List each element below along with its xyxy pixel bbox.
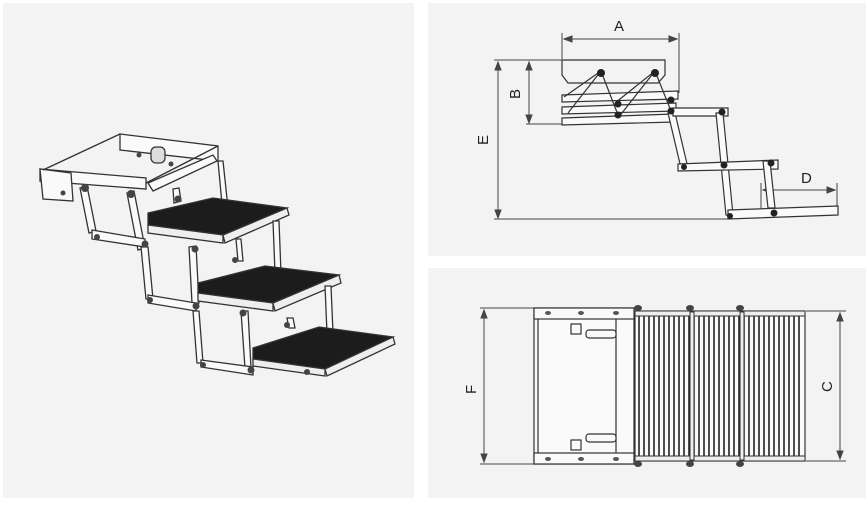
dim-label-E: E <box>475 135 492 145</box>
tread-slats <box>638 314 800 458</box>
dim-label-D: D <box>801 170 812 187</box>
isometric-stair-drawing <box>39 133 396 377</box>
top-view-panel: F C <box>428 268 866 498</box>
isometric-view-panel <box>3 3 414 498</box>
side-elevation-drawing: A B E D <box>475 18 839 220</box>
dim-label-C: C <box>819 381 836 392</box>
dim-label-A: A <box>614 18 624 35</box>
dim-label-B: B <box>507 89 524 99</box>
top-view-drawing: F C <box>463 305 846 467</box>
side-elevation-panel: A B E D <box>428 3 866 256</box>
dim-label-F: F <box>463 385 480 394</box>
